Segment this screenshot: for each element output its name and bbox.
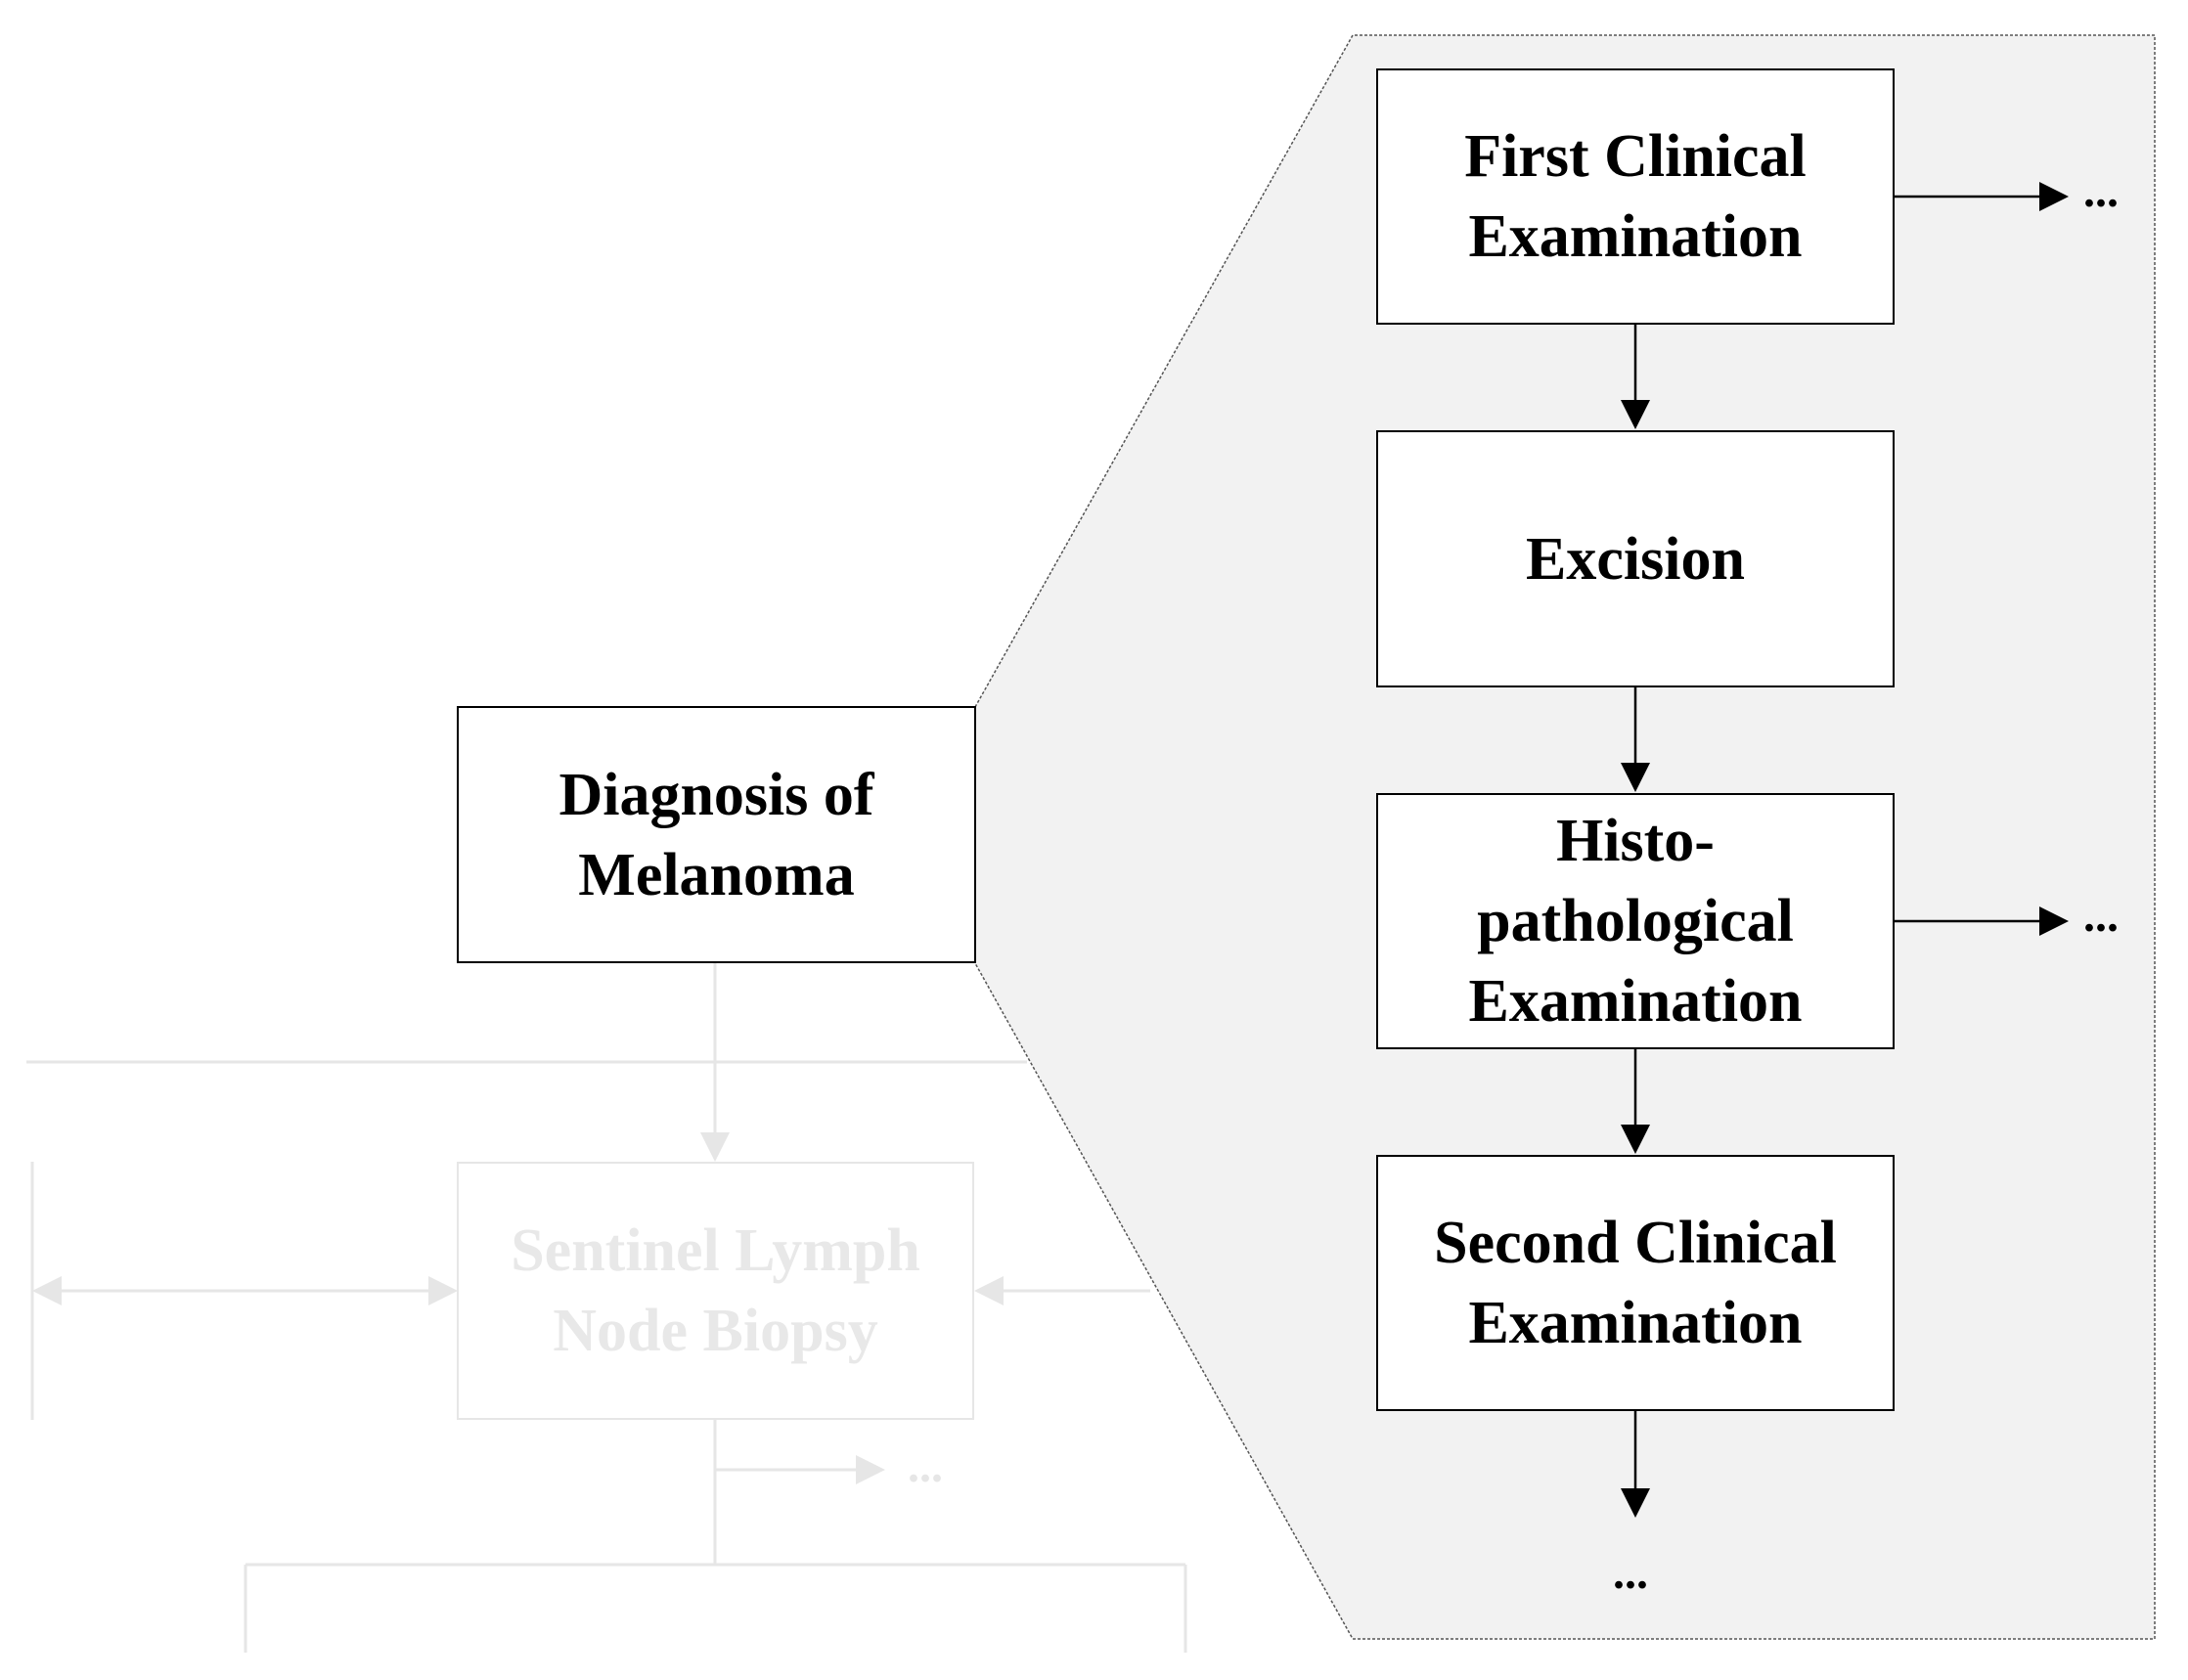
detail-connectors [1621, 182, 2069, 1518]
first-clinical-examination-box: First Clinical Examination [1376, 68, 1895, 325]
faded-arrowhead-right [428, 1276, 458, 1305]
diagnosis-of-melanoma-box: Diagnosis of Melanoma [457, 706, 976, 963]
faded-arrowhead-down [700, 1132, 730, 1162]
histopathological-examination-box: Histo- pathological Examination [1376, 793, 1895, 1049]
arrowhead-second-to-continuation [1621, 1488, 1650, 1518]
histo-continuation-ellipsis: ... [2083, 890, 2119, 942]
faded-connectors [26, 963, 1187, 1653]
faded-arrowhead-into-sentinel [974, 1276, 1004, 1305]
first-exam-continuation-ellipsis: ... [2083, 165, 2119, 217]
faded-arrowhead-left [32, 1276, 62, 1305]
excision-box: Excision [1376, 430, 1895, 687]
final-continuation-ellipsis: ... [1613, 1547, 1648, 1599]
arrowhead-excision-to-histo [1621, 763, 1650, 792]
faded-arrowhead-continuation [856, 1455, 885, 1484]
sentinel-lymph-node-biopsy-box: Sentinel Lymph Node Biopsy [457, 1162, 974, 1420]
arrowhead-first-to-continuation [2039, 182, 2069, 211]
arrowhead-histo-to-continuation [2039, 906, 2069, 936]
sentinel-continuation-ellipsis: ... [908, 1440, 943, 1492]
arrowhead-first-to-excision [1621, 400, 1650, 429]
second-clinical-examination-box: Second Clinical Examination [1376, 1155, 1895, 1411]
arrowhead-histo-to-second [1621, 1125, 1650, 1154]
